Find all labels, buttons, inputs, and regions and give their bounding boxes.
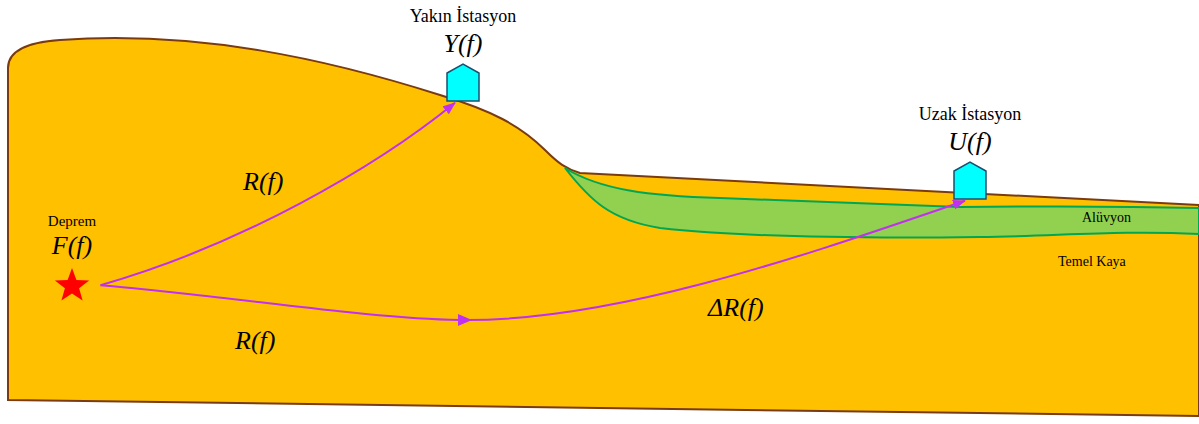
text-row: F(f) — [44, 230, 101, 261]
mid-arrowhead — [458, 314, 472, 326]
seismic-ray — [101, 201, 966, 326]
text-row: U(f) — [915, 126, 1026, 157]
spectrum-symbol: F(f) — [52, 230, 92, 261]
ray-line — [101, 201, 966, 320]
spectrum-symbol: U(f) — [948, 126, 991, 157]
star-shape — [55, 268, 89, 301]
station-icon — [952, 161, 988, 201]
seismic-ray — [101, 103, 456, 285]
earthquake-node: DepremF(f) — [44, 212, 101, 305]
alluvium — [565, 168, 1199, 237]
node-title: Deprem — [48, 212, 96, 230]
text-row: Y(f) — [406, 28, 521, 59]
spectrum-symbol: Y(f) — [444, 28, 483, 59]
ray-label: R(f) — [243, 166, 283, 197]
station-shape — [954, 162, 986, 199]
text-row: Uzak İstasyon — [915, 104, 1026, 126]
station-shape — [447, 64, 479, 101]
layer-name: Temel Kaya — [1058, 254, 1126, 271]
text-row: Yakın İstasyon — [406, 6, 521, 28]
station-icon — [445, 63, 481, 103]
ray-line — [101, 103, 456, 285]
station-node: Uzak İstasyonU(f) — [915, 104, 1026, 201]
earthquake-star — [52, 265, 92, 305]
path-difference-label: ΔR(f) — [708, 292, 764, 323]
node-title: Yakın İstasyon — [410, 6, 517, 28]
node-title: Uzak İstasyon — [919, 104, 1021, 126]
bedrock — [8, 38, 1199, 416]
ray-label: R(f) — [235, 325, 275, 356]
text-row: Deprem — [44, 212, 101, 230]
station-node: Yakın İstasyonY(f) — [406, 6, 521, 103]
layer-name: Alüvyon — [1082, 210, 1131, 227]
